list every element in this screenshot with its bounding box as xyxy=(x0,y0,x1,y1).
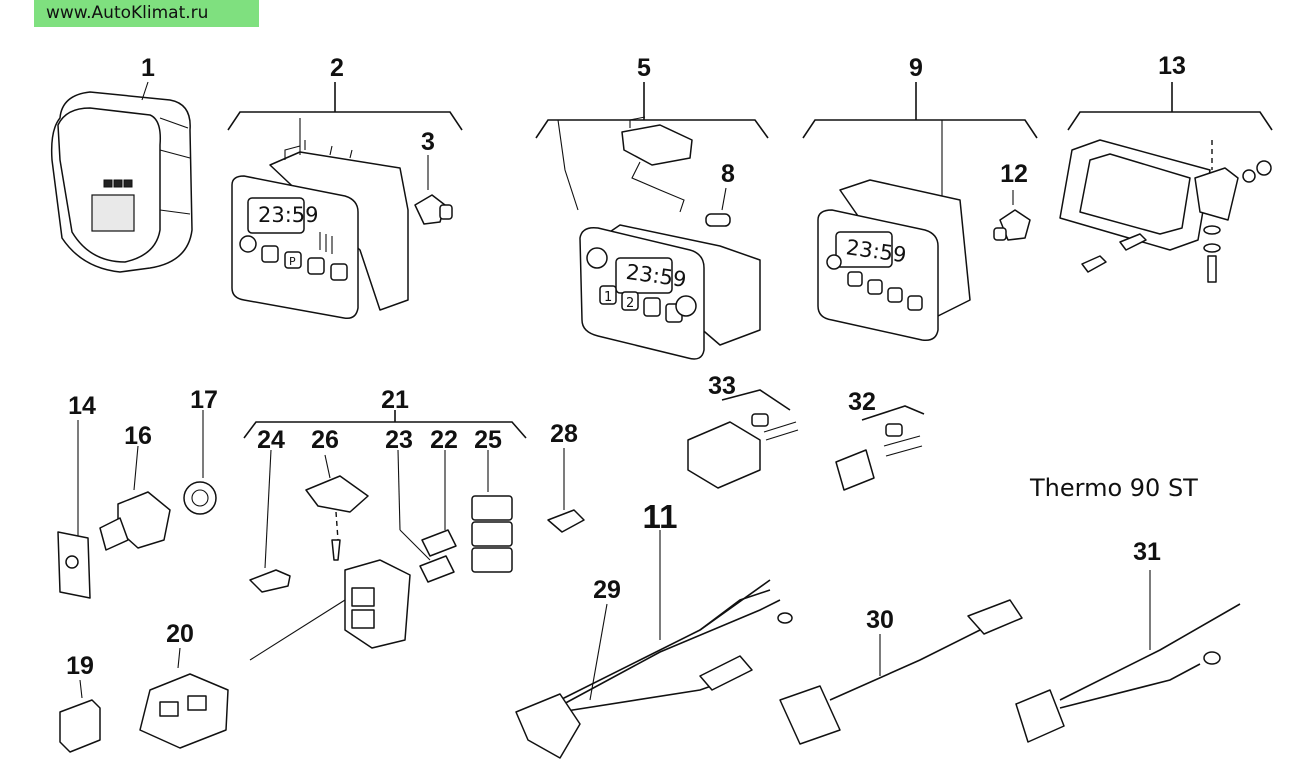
model-label: Thermo 90 ST xyxy=(1030,474,1198,502)
callout-23: 23 xyxy=(385,426,413,454)
part-33-connector xyxy=(687,389,799,489)
part-30-harness xyxy=(779,599,1023,745)
callout-9: 9 xyxy=(909,54,923,82)
part-19-relay xyxy=(59,679,101,753)
callout-28: 28 xyxy=(550,420,578,448)
callout-8: 8 xyxy=(721,160,735,188)
callout-32: 32 xyxy=(848,388,876,416)
callout-20: 20 xyxy=(166,620,194,648)
timer-button-p: P xyxy=(289,255,296,268)
part-29-plug xyxy=(515,603,608,759)
callout-22: 22 xyxy=(430,426,458,454)
callout-16: 16 xyxy=(124,422,152,450)
callout-12: 12 xyxy=(1000,160,1028,188)
callout-25: 25 xyxy=(474,426,502,454)
callout-14: 14 xyxy=(68,392,96,420)
callout-19: 19 xyxy=(66,652,94,680)
part-5-timer xyxy=(535,82,769,360)
part-23-fuses xyxy=(397,449,457,583)
part-17-cap xyxy=(183,410,217,515)
part-28-fuse xyxy=(547,448,585,533)
callout-1: 1 xyxy=(141,54,155,82)
part-24-fuse xyxy=(249,449,291,593)
callout-17: 17 xyxy=(190,386,218,414)
callout-11: 11 xyxy=(643,498,678,535)
preset-button-2: 2 xyxy=(626,296,634,311)
part-31-harness xyxy=(1015,570,1241,743)
part-20-relay-base xyxy=(139,647,229,749)
callout-31: 31 xyxy=(1133,538,1161,566)
callout-21: 21 xyxy=(381,386,409,414)
part-32-connector xyxy=(835,405,925,491)
callout-33: 33 xyxy=(708,372,736,400)
display-text-2: 23:59 xyxy=(258,203,319,227)
callout-29: 29 xyxy=(593,576,621,604)
part-11-harness xyxy=(559,530,793,713)
part-8-bulb xyxy=(705,187,731,227)
callout-24: 24 xyxy=(257,426,285,454)
site-watermark[interactable]: www.AutoKlimat.ru xyxy=(34,0,259,27)
part-9-timer xyxy=(802,82,1038,342)
part-25-fuse-blocks xyxy=(471,450,513,573)
fuse-holder-assembly xyxy=(249,559,411,661)
part-16-switch xyxy=(99,445,171,551)
callout-26: 26 xyxy=(311,426,339,454)
part-14-plate xyxy=(57,420,91,599)
callout-3: 3 xyxy=(421,128,435,156)
part-13-frame xyxy=(1059,82,1273,283)
callout-2: 2 xyxy=(330,54,344,82)
part-3-bulb xyxy=(414,155,453,225)
group-21-bracket xyxy=(243,410,527,439)
part-1-cover xyxy=(50,81,193,273)
callout-30: 30 xyxy=(866,606,894,634)
part-2-timer xyxy=(227,82,463,320)
preset-button-1: 1 xyxy=(604,290,612,305)
callout-5: 5 xyxy=(637,54,651,82)
part-26-cover xyxy=(305,454,369,561)
callout-13: 13 xyxy=(1158,52,1186,80)
part-12-bulb xyxy=(993,190,1031,241)
